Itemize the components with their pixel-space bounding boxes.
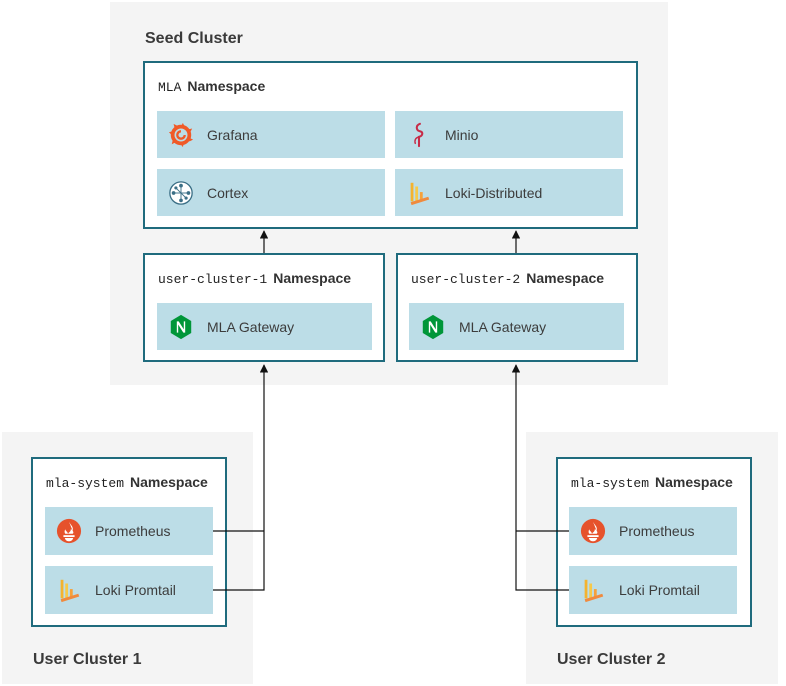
component-label: Prometheus — [619, 523, 695, 539]
component-label: Cortex — [207, 184, 249, 201]
user-cluster-1-title: User Cluster 1 — [33, 651, 142, 668]
namespace-suffix: Namespace — [130, 474, 208, 490]
loki-distributed-component: Loki-Distributed — [395, 169, 623, 216]
mla-namespace-title: MLA Namespace — [158, 78, 265, 95]
namespace-suffix: Namespace — [526, 270, 605, 286]
grafana-component: Grafana — [157, 111, 385, 158]
arrow-promtail2-to-gateway2 — [511, 364, 569, 591]
loki-promtail-2-component: Loki Promtail — [569, 566, 737, 614]
minio-component: Minio — [395, 111, 623, 158]
user-cluster-2-title: User Cluster 2 — [557, 651, 666, 668]
user-cluster-2-namespace-title: user-cluster-2 Namespace — [411, 270, 604, 287]
namespace-suffix: Namespace — [273, 270, 352, 286]
namespace-code: user-cluster-1 — [158, 272, 268, 287]
component-label: MLA Gateway — [459, 318, 547, 335]
mla-system-namespace-title: mla-system Namespace — [46, 474, 208, 491]
namespace-suffix: Namespace — [187, 78, 266, 94]
user-cluster-1-namespace-title: user-cluster-1 Namespace — [158, 270, 351, 287]
cortex-component: Cortex — [157, 169, 385, 216]
mla-gateway-1-component: MLA Gateway — [157, 303, 372, 350]
component-label: Grafana — [207, 126, 258, 143]
prometheus-2-component: Prometheus — [569, 507, 737, 555]
namespace-code: user-cluster-2 — [411, 272, 521, 287]
component-label: Minio — [445, 126, 479, 143]
arrow-promtail1-to-gateway1 — [213, 364, 269, 591]
component-label: Prometheus — [95, 523, 171, 539]
prometheus-1-component: Prometheus — [45, 507, 213, 555]
component-label: Loki-Distributed — [445, 184, 543, 201]
namespace-suffix: Namespace — [655, 474, 733, 490]
mla-gateway-2-component: MLA Gateway — [409, 303, 624, 350]
component-label: Loki Promtail — [619, 582, 700, 598]
namespace-code: mla-system — [571, 476, 650, 491]
component-label: MLA Gateway — [207, 318, 295, 335]
namespace-code: mla-system — [46, 476, 125, 491]
component-label: Loki Promtail — [95, 582, 176, 598]
loki-promtail-1-component: Loki Promtail — [45, 566, 213, 614]
mla-system-namespace-title: mla-system Namespace — [571, 474, 733, 491]
namespace-code: MLA — [158, 80, 182, 95]
seed-cluster-title: Seed Cluster — [145, 30, 243, 47]
